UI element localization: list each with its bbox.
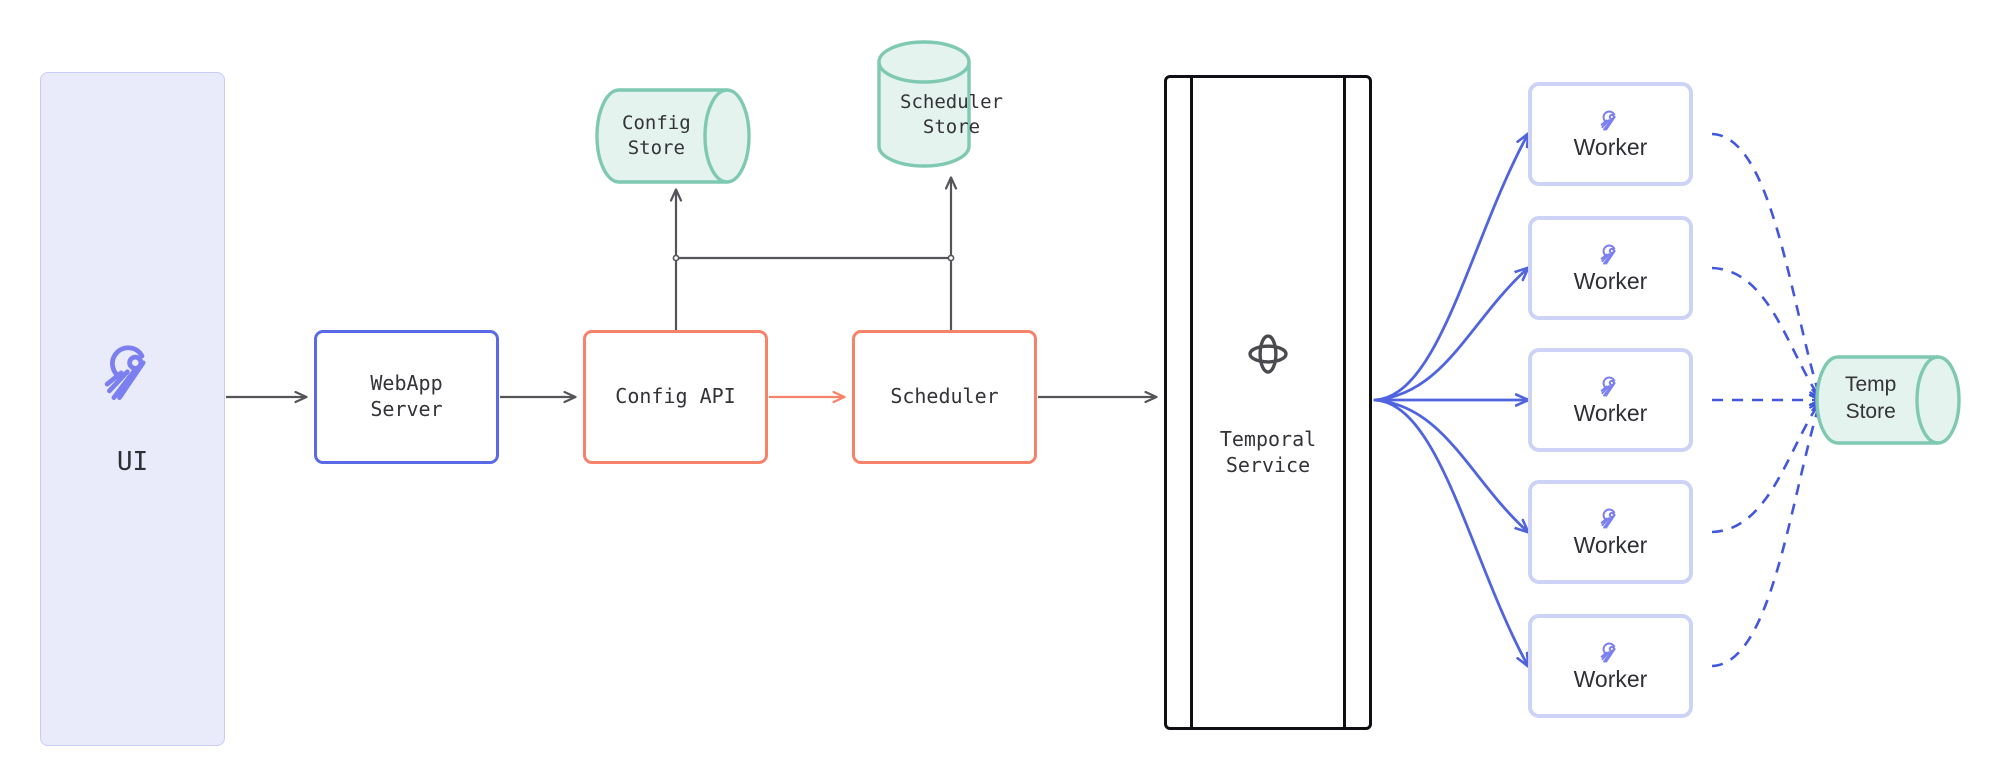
temporal-service-node[interactable]: Temporal Service	[1164, 75, 1372, 730]
config-store-node[interactable]: Config Store	[604, 90, 749, 182]
edge-temporal-to-worker-1	[1373, 134, 1528, 402]
config-api-label: Config API	[615, 384, 736, 409]
temp-store-node[interactable]: Temp Store	[1825, 355, 1963, 441]
worker-node-1[interactable]: Worker	[1528, 82, 1693, 186]
worker-node-5[interactable]: Worker	[1528, 614, 1693, 718]
worker-label: Worker	[1573, 267, 1648, 294]
worker-label: Worker	[1573, 133, 1648, 160]
temporal-star-icon	[1241, 327, 1295, 381]
temporal-logo-icon	[97, 338, 169, 410]
edge-worker-4-to-tempstore	[1711, 402, 1820, 534]
webapp-server-node[interactable]: WebApp Server	[314, 330, 499, 464]
edge-worker-1-to-tempstore	[1711, 132, 1820, 398]
edge-group-temporal-to-workers	[1373, 134, 1528, 666]
edge-temporal-to-worker-4	[1373, 398, 1528, 532]
config-api-node[interactable]: Config API	[583, 330, 768, 464]
temporal-service-label: Temporal Service	[1219, 426, 1317, 477]
config-store-shape	[595, 88, 751, 184]
edge-group-workers-to-tempstore	[1711, 132, 1820, 668]
scheduler-store-label: Scheduler Store	[900, 91, 1003, 138]
scheduler-label: Scheduler	[890, 384, 999, 409]
worker-label: Worker	[1573, 531, 1648, 558]
worker-label: Worker	[1573, 665, 1648, 692]
worker-label: Worker	[1573, 399, 1648, 426]
edge-worker-5-to-tempstore	[1711, 402, 1820, 668]
temporal-logo-icon	[1598, 374, 1624, 400]
ui-panel-label: UI	[116, 447, 149, 478]
temporal-logo-icon	[1598, 108, 1624, 134]
edge-temporal-to-worker-5	[1373, 398, 1528, 666]
edge-worker-2-to-tempstore	[1711, 266, 1820, 398]
junction-dot-right	[947, 254, 955, 262]
temporal-logo-icon	[1598, 640, 1624, 666]
temp-store-shape	[1815, 355, 1961, 445]
webapp-server-label: WebApp Server	[370, 371, 443, 421]
scheduler-store-shape	[877, 40, 971, 168]
temp-store-label: Temp Store	[1845, 372, 1897, 423]
worker-node-3[interactable]: Worker	[1528, 348, 1693, 452]
config-store-label: Config Store	[622, 112, 691, 159]
scheduler-store-node[interactable]: Scheduler Store	[879, 40, 1024, 170]
temporal-logo-icon	[1598, 506, 1624, 532]
temporal-logo-icon	[1598, 242, 1624, 268]
worker-node-4[interactable]: Worker	[1528, 480, 1693, 584]
edge-temporal-to-worker-2	[1373, 268, 1528, 402]
scheduler-node[interactable]: Scheduler	[852, 330, 1037, 464]
worker-node-2[interactable]: Worker	[1528, 216, 1693, 320]
junction-dot-left	[672, 254, 680, 262]
ui-panel[interactable]: UI	[40, 72, 225, 746]
